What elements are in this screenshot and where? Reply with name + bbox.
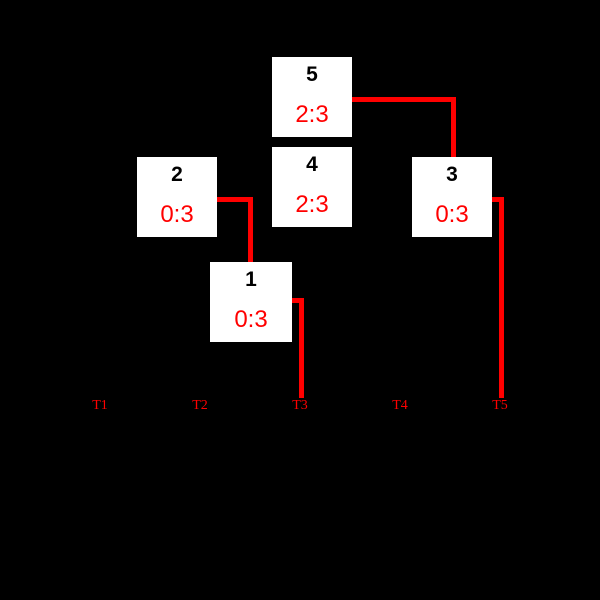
edge-1-to-T3-segment [292,298,304,303]
timeline-tick-t4: T4 [392,398,408,413]
task-node-ratio: 0:3 [160,201,194,228]
task-node-id: 4 [306,153,318,176]
edge-5-to-3-segment [451,97,456,159]
task-node-id: 1 [245,268,257,291]
edge-2-to-1-segment [217,197,253,202]
timeline-tick-t1: T1 [92,398,108,413]
task-node-2[interactable]: 2 0:3 [137,157,217,237]
task-node-id: 5 [306,63,318,86]
timeline-tick-t3: T3 [292,398,308,413]
timeline-tick-t2: T2 [192,398,208,413]
task-node-ratio: 0:3 [435,201,469,228]
task-node-ratio: 2:3 [295,101,329,128]
edge-5-to-3-segment [352,97,456,102]
edge-1-to-T3-segment [299,298,304,398]
task-node-id: 3 [446,163,458,186]
task-node-4[interactable]: 4 2:3 [272,147,352,227]
task-node-ratio: 0:3 [234,306,268,333]
task-node-5[interactable]: 5 2:3 [272,57,352,137]
task-node-3[interactable]: 3 0:3 [412,157,492,237]
edge-3-to-T5-segment [492,197,504,202]
timeline-tick-t5: T5 [492,398,508,413]
edge-3-to-T5-segment [499,197,504,398]
task-node-ratio: 2:3 [295,191,329,218]
task-node-id: 2 [171,163,183,186]
task-node-1[interactable]: 1 0:3 [210,262,292,342]
edge-2-to-1-segment [248,197,253,265]
